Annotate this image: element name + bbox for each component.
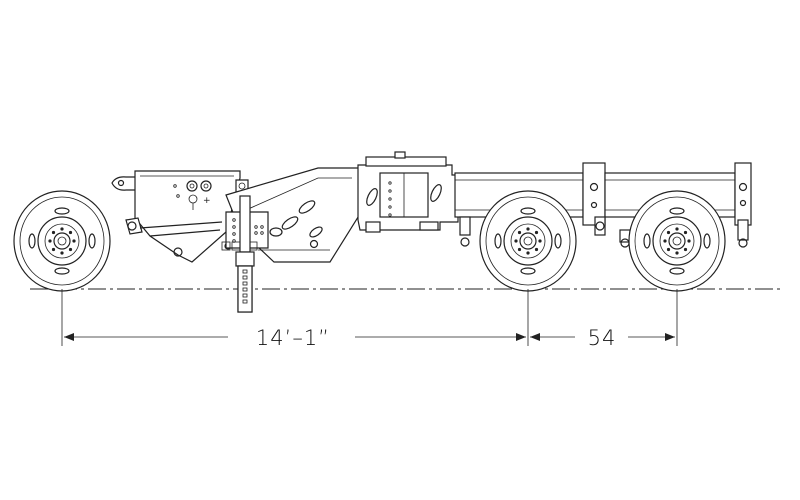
wheelbase-dimension-label: 14’–1” [256,326,330,350]
middle-wheel [479,190,577,292]
center-housing [357,151,459,233]
tandem-spacing-label: 54 [588,326,617,350]
bogie-frame: + [111,167,361,263]
rear-wheel [628,190,726,292]
front-wheel [13,190,111,292]
landing-leg-foot [237,265,253,313]
svg-text:+: + [203,196,211,206]
dimension-lines: 14’–1” 54 [61,289,678,350]
